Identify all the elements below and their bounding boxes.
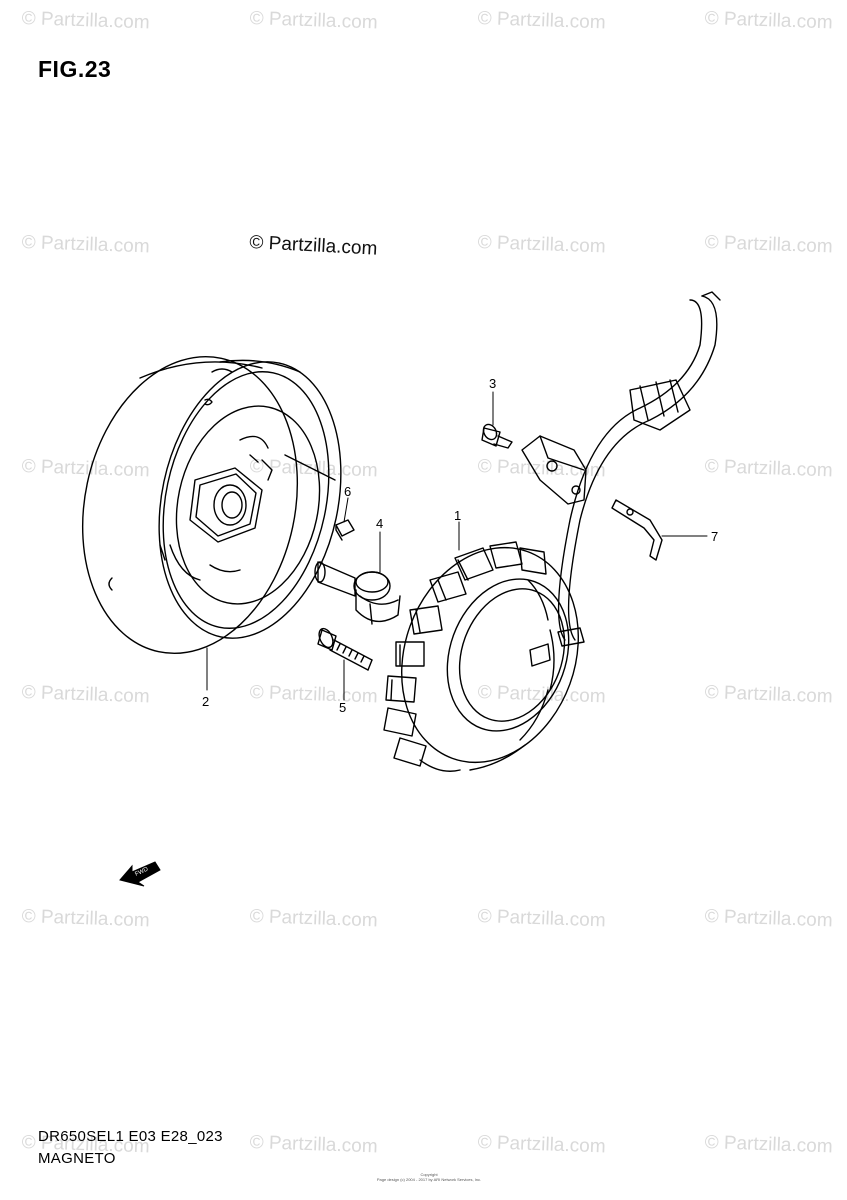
callout-2: 2 [202,694,209,709]
fwd-label: FWD [134,866,150,877]
fwd-arrow-icon: FWD [119,861,161,887]
copyright-line: Copyright [420,1172,438,1177]
callout-5: 5 [339,700,346,715]
callout-4: 4 [376,516,383,531]
callout-1: 1 [454,508,461,523]
clamp-part [611,499,663,561]
callout-3: 3 [489,376,496,391]
figure-title: FIG.23 [38,56,112,82]
rotor-part [81,355,342,655]
reference-code: DR650SEL1 E03 E28_023 [38,1128,223,1145]
small-screw-part [481,423,513,449]
pickup-coil [521,435,587,505]
leader-lines [206,391,708,701]
screw-part [317,627,373,671]
copyright-line: Page design (c) 2004 - 2017 by ARI Netwo… [376,1177,482,1182]
bolt-part [314,561,401,625]
callout-7: 7 [711,529,718,544]
stator-part [383,541,579,772]
callout-6: 6 [344,484,351,499]
copyright-note: Copyright Page design (c) 2004 - 2017 by… [364,1172,494,1182]
section-name: MAGNETO [38,1150,116,1167]
key-part [335,519,355,541]
wire-harness [557,291,721,647]
